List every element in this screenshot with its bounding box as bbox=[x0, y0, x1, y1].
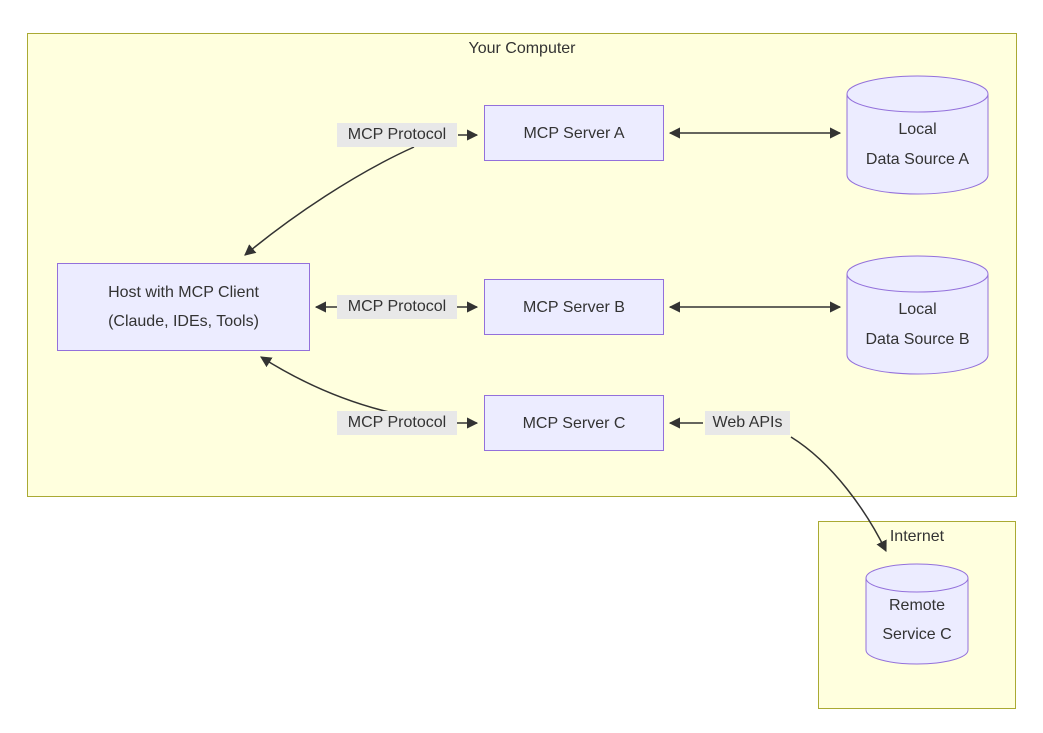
remote-service-c-line2: Service C bbox=[882, 626, 952, 643]
mcp-server-a-label: MCP Server A bbox=[523, 124, 625, 142]
mcp-server-c-label: MCP Server C bbox=[522, 414, 626, 432]
internet-cluster: Internet bbox=[818, 521, 1016, 709]
edge-label-mcp-protocol-a: MCP Protocol bbox=[337, 123, 457, 147]
host-node: Host with MCP Client (Claude, IDEs, Tool… bbox=[57, 263, 310, 351]
host-node-label-line1: Host with MCP Client bbox=[108, 284, 259, 301]
local-data-source-a-line1: Local bbox=[898, 121, 937, 138]
cylinder-shape bbox=[865, 563, 969, 665]
edge-label-mcp-protocol-b: MCP Protocol bbox=[337, 295, 457, 319]
local-data-source-a-line2: Data Source A bbox=[865, 151, 970, 168]
local-data-source-b-line2: Data Source B bbox=[865, 331, 970, 348]
edge-label-mcp-protocol-c: MCP Protocol bbox=[337, 411, 457, 435]
local-data-source-b-label: Local Data Source B bbox=[846, 255, 989, 375]
edge-server-c-to-host bbox=[260, 356, 413, 418]
cylinder-shape bbox=[846, 255, 989, 375]
local-data-source-a-cylinder: Local Data Source A bbox=[846, 75, 989, 195]
remote-service-c-line1: Remote bbox=[888, 597, 946, 614]
mcp-server-a-node: MCP Server A bbox=[484, 105, 664, 161]
edge-label-web-apis: Web APIs bbox=[705, 411, 790, 435]
host-node-label-line2: (Claude, IDEs, Tools) bbox=[108, 313, 259, 330]
remote-service-c-cylinder: Remote Service C bbox=[865, 563, 969, 665]
edge-web-apis-to-remote-service bbox=[790, 436, 887, 553]
cylinder-shape bbox=[846, 75, 989, 195]
mcp-server-c-node: MCP Server C bbox=[484, 395, 664, 451]
local-data-source-b-line1: Local bbox=[898, 301, 937, 318]
your-computer-cluster-title: Your Computer bbox=[468, 40, 576, 57]
remote-service-c-label: Remote Service C bbox=[865, 563, 969, 665]
mcp-server-b-node: MCP Server B bbox=[484, 279, 664, 335]
local-data-source-a-label: Local Data Source A bbox=[846, 75, 989, 195]
edge-server-a-to-host bbox=[244, 146, 415, 256]
local-data-source-b-cylinder: Local Data Source B bbox=[846, 255, 989, 375]
internet-cluster-title: Internet bbox=[889, 528, 945, 545]
mcp-server-b-label: MCP Server B bbox=[523, 298, 625, 316]
